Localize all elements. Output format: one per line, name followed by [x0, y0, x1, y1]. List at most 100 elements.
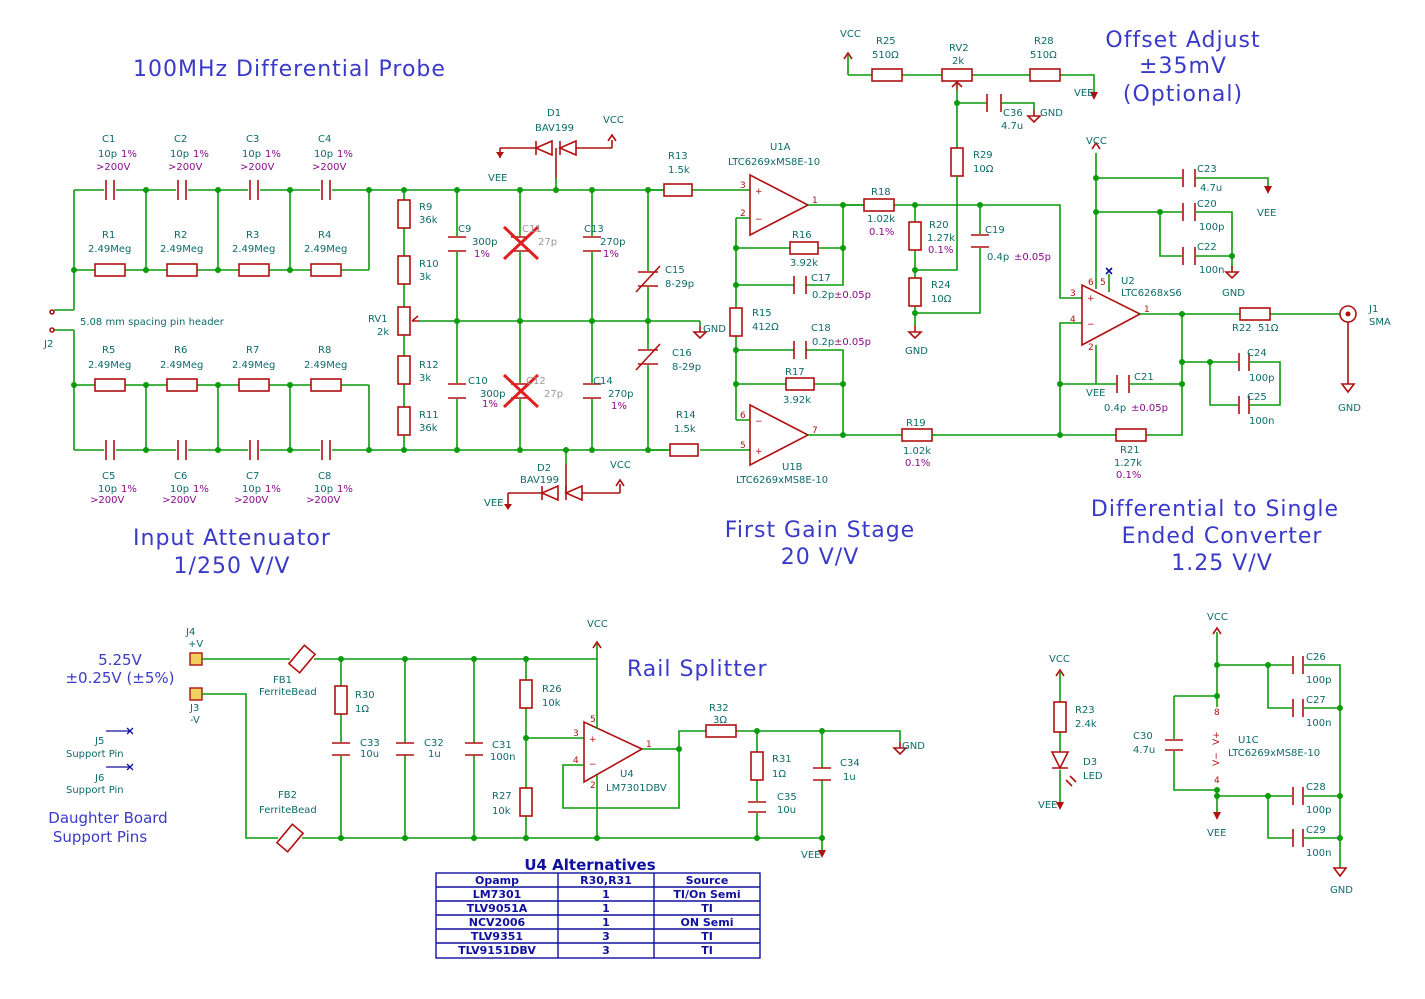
r24-ref: R24 — [931, 280, 951, 291]
r7-body — [238, 378, 270, 392]
c27-ref: C27 — [1306, 695, 1326, 706]
c21-val: 0.4p — [1104, 403, 1126, 414]
c8-body — [321, 440, 331, 460]
r29-ref: R29 — [973, 150, 993, 161]
u1c-decoupling: VCC VEE 8 4 V− V+ U1C LTC6269xMS8E-10 C3… — [1133, 612, 1353, 896]
c6-val: 10p — [170, 484, 189, 495]
r6-ref: R6 — [174, 345, 187, 356]
c7-body — [249, 440, 259, 460]
c5-ref: C5 — [102, 471, 115, 482]
c18-val: 0.2p — [812, 337, 834, 348]
r11-body — [397, 406, 411, 436]
c3-ref: C3 — [246, 134, 259, 145]
r18-tol: 0.1% — [869, 227, 894, 238]
r27-val: 10k — [492, 806, 511, 817]
r3-val: 2.49Meg — [232, 244, 275, 255]
converter-title-2: Ended Converter — [1122, 524, 1323, 549]
r10-ref: R10 — [419, 259, 439, 270]
c23-val: 4.7u — [1200, 183, 1222, 194]
r18-val: 1.02k — [867, 214, 895, 225]
r6-val: 2.49Meg — [160, 360, 203, 371]
j2-desc: 5.08 mm spacing pin header — [80, 317, 225, 328]
c17-val: 0.2p — [812, 290, 834, 301]
converter-title-1: Differential to Single — [1091, 497, 1339, 522]
table-cell: 1 — [602, 902, 610, 915]
r22-val: 51Ω — [1258, 323, 1279, 334]
gain-title-2: 20 V/V — [781, 545, 860, 570]
table-cell: TLV9151DBV — [458, 944, 536, 957]
fb1-val: FerriteBead — [259, 687, 317, 698]
u1a-val: LTC6269xMS8E-10 — [728, 157, 820, 168]
svg-text:+: + — [755, 447, 763, 457]
c22-val: 100n — [1199, 265, 1224, 276]
c7-volt: >200V — [234, 495, 268, 506]
d1-ref: D1 — [547, 108, 561, 119]
r12-body — [397, 355, 411, 385]
r20-ref: R20 — [929, 220, 949, 231]
attenuator-title-2: 1/250 V/V — [174, 554, 291, 579]
supply-note-2: ±0.25V (±5%) — [65, 669, 174, 687]
r16-val: 3.92k — [790, 258, 818, 269]
c5-body — [105, 440, 115, 460]
r1-val: 2.49Meg — [88, 244, 131, 255]
r15-ref: R15 — [752, 308, 772, 319]
c1-tol: 1% — [121, 149, 137, 160]
r6-body — [166, 378, 198, 392]
j2-ref: J2 — [43, 339, 53, 350]
table-cell: TI/On Semi — [673, 888, 740, 901]
daughter-note-1: Daughter Board — [48, 809, 167, 827]
u2-pin1: 1 — [1144, 305, 1150, 315]
table-title: U4 Alternatives — [524, 856, 655, 874]
r18-ref: R18 — [871, 187, 891, 198]
attenuator-title-1: Input Attenuator — [133, 526, 331, 551]
first-gain-stage: R13 1.5k R14 1.5k +− 3 2 1 U1A LTC6269xM… — [648, 142, 905, 486]
c24-val: 100p — [1249, 373, 1274, 384]
svg-text:−: − — [755, 215, 763, 225]
r3-body — [238, 263, 270, 277]
c4-val: 10p — [314, 149, 333, 160]
c14-tol: 1% — [611, 401, 627, 412]
r13-ref: R13 — [668, 151, 688, 162]
u1b-ref: U1B — [782, 462, 803, 473]
c1-volt: >200V — [96, 162, 130, 173]
main-title: 100MHz Differential Probe — [133, 57, 446, 82]
svg-text:+: + — [755, 187, 763, 197]
r9-body — [397, 199, 411, 229]
u1a-pin1: 1 — [812, 196, 818, 206]
u1b-pin6: 6 — [740, 411, 746, 421]
table-header: R30,R31 — [580, 874, 632, 887]
r23-ref: R23 — [1075, 705, 1095, 716]
c36-val: 4.7u — [1001, 121, 1023, 132]
vcc-offset: VCC — [840, 29, 861, 40]
c3-val: 10p — [242, 149, 261, 160]
c9-val: 300p — [472, 237, 497, 248]
svg-text:+: + — [1087, 294, 1095, 304]
u1a-ref: U1A — [770, 142, 791, 153]
r31-ref: R31 — [772, 754, 792, 765]
r2-ref: R2 — [174, 230, 187, 241]
r31-val: 1Ω — [772, 769, 786, 780]
c7-val: 10p — [242, 484, 261, 495]
r12-val: 3k — [419, 373, 431, 384]
r9-val: 36k — [419, 215, 438, 226]
c35-ref: C35 — [777, 792, 797, 803]
c29-ref: C29 — [1306, 825, 1326, 836]
svg-text:−: − — [755, 417, 763, 427]
r21-tol: 0.1% — [1116, 470, 1141, 481]
r32-ref: R32 — [709, 703, 729, 714]
r29-val: 10Ω — [973, 164, 994, 175]
gnd-label-atten: GND — [703, 324, 726, 335]
r30-val: 1Ω — [355, 704, 369, 715]
offset-title-3: (Optional) — [1123, 82, 1243, 107]
c11-ref: C11 — [522, 224, 542, 235]
c7-tol: 1% — [265, 484, 281, 495]
c10-ref: C10 — [468, 376, 488, 387]
c6-volt: >200V — [162, 495, 196, 506]
u1c-val: LTC6269xMS8E-10 — [1228, 748, 1320, 759]
gnd-r24: GND — [905, 346, 928, 357]
j4-val: +V — [188, 639, 203, 650]
c35-val: 10u — [777, 805, 796, 816]
c4-ref: C4 — [318, 134, 331, 145]
r25-ref: R25 — [876, 36, 896, 47]
